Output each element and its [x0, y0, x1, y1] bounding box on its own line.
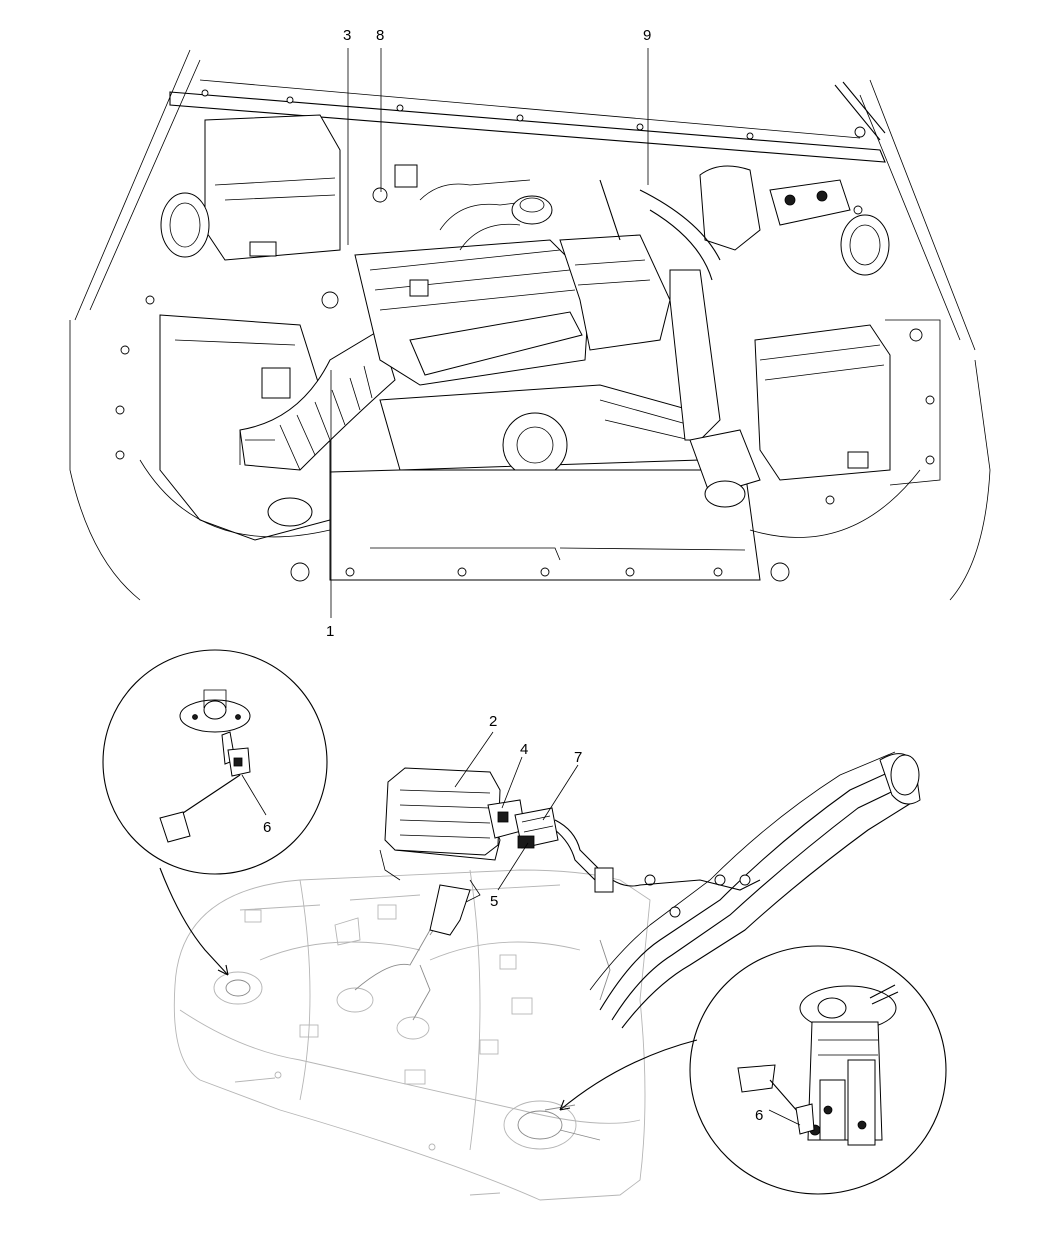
callout-labels: 3 8 9 1 2 4 7 5 6 6 [263, 27, 763, 1124]
callout-4: 4 [520, 741, 528, 758]
leader-6a [241, 774, 267, 816]
leader-7 [542, 764, 579, 821]
leader-6b [768, 1109, 801, 1126]
callout-3: 3 [343, 27, 351, 44]
callout-1: 1 [326, 623, 334, 640]
callout-6-left: 6 [263, 819, 271, 836]
callout-5: 5 [490, 893, 498, 910]
left-detail-bubble [102, 649, 328, 976]
callout-9: 9 [643, 27, 651, 44]
leader-5 [497, 842, 529, 891]
engine-bay-view [69, 49, 991, 601]
callout-7: 7 [574, 749, 582, 766]
leader-lines [241, 48, 801, 1126]
canister-assembly [384, 767, 559, 856]
leader-4 [501, 756, 523, 809]
right-detail-bubble [559, 945, 947, 1195]
callout-8: 8 [376, 27, 384, 44]
leader-2 [454, 731, 494, 788]
callout-6-right: 6 [755, 1107, 763, 1124]
callout-2: 2 [489, 713, 497, 730]
